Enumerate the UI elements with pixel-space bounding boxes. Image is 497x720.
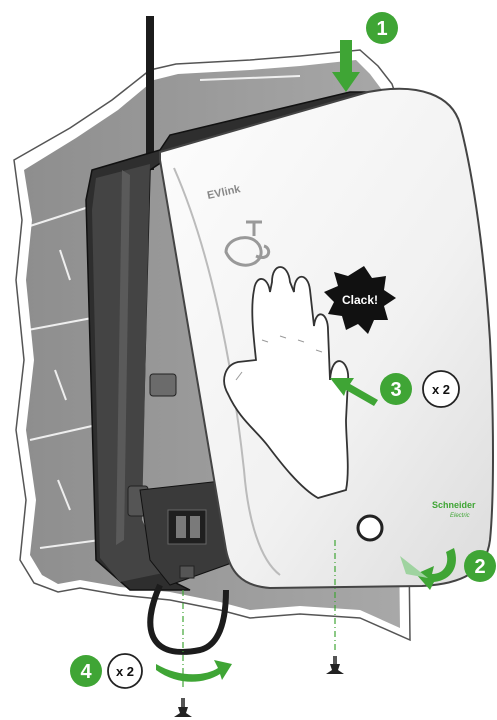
step-3-multiplier: x 2 — [432, 382, 450, 397]
step-2-number: 2 — [474, 556, 485, 578]
screw-rotate-arrow — [156, 660, 232, 682]
screw-icon — [174, 698, 192, 717]
step-1-number: 1 — [376, 18, 387, 40]
step-4-number: 4 — [80, 661, 92, 683]
clack-text: Clack! — [342, 293, 378, 307]
step-4-callout: 4 x 2 — [70, 654, 232, 688]
step-3-number: 3 — [390, 379, 401, 401]
cover-release-button — [358, 516, 382, 540]
maker-logo-line1: Schneider — [432, 500, 476, 510]
screw-icon — [326, 656, 344, 674]
step-4-multiplier: x 2 — [116, 664, 134, 679]
maker-logo-line2: Electric — [450, 513, 470, 519]
